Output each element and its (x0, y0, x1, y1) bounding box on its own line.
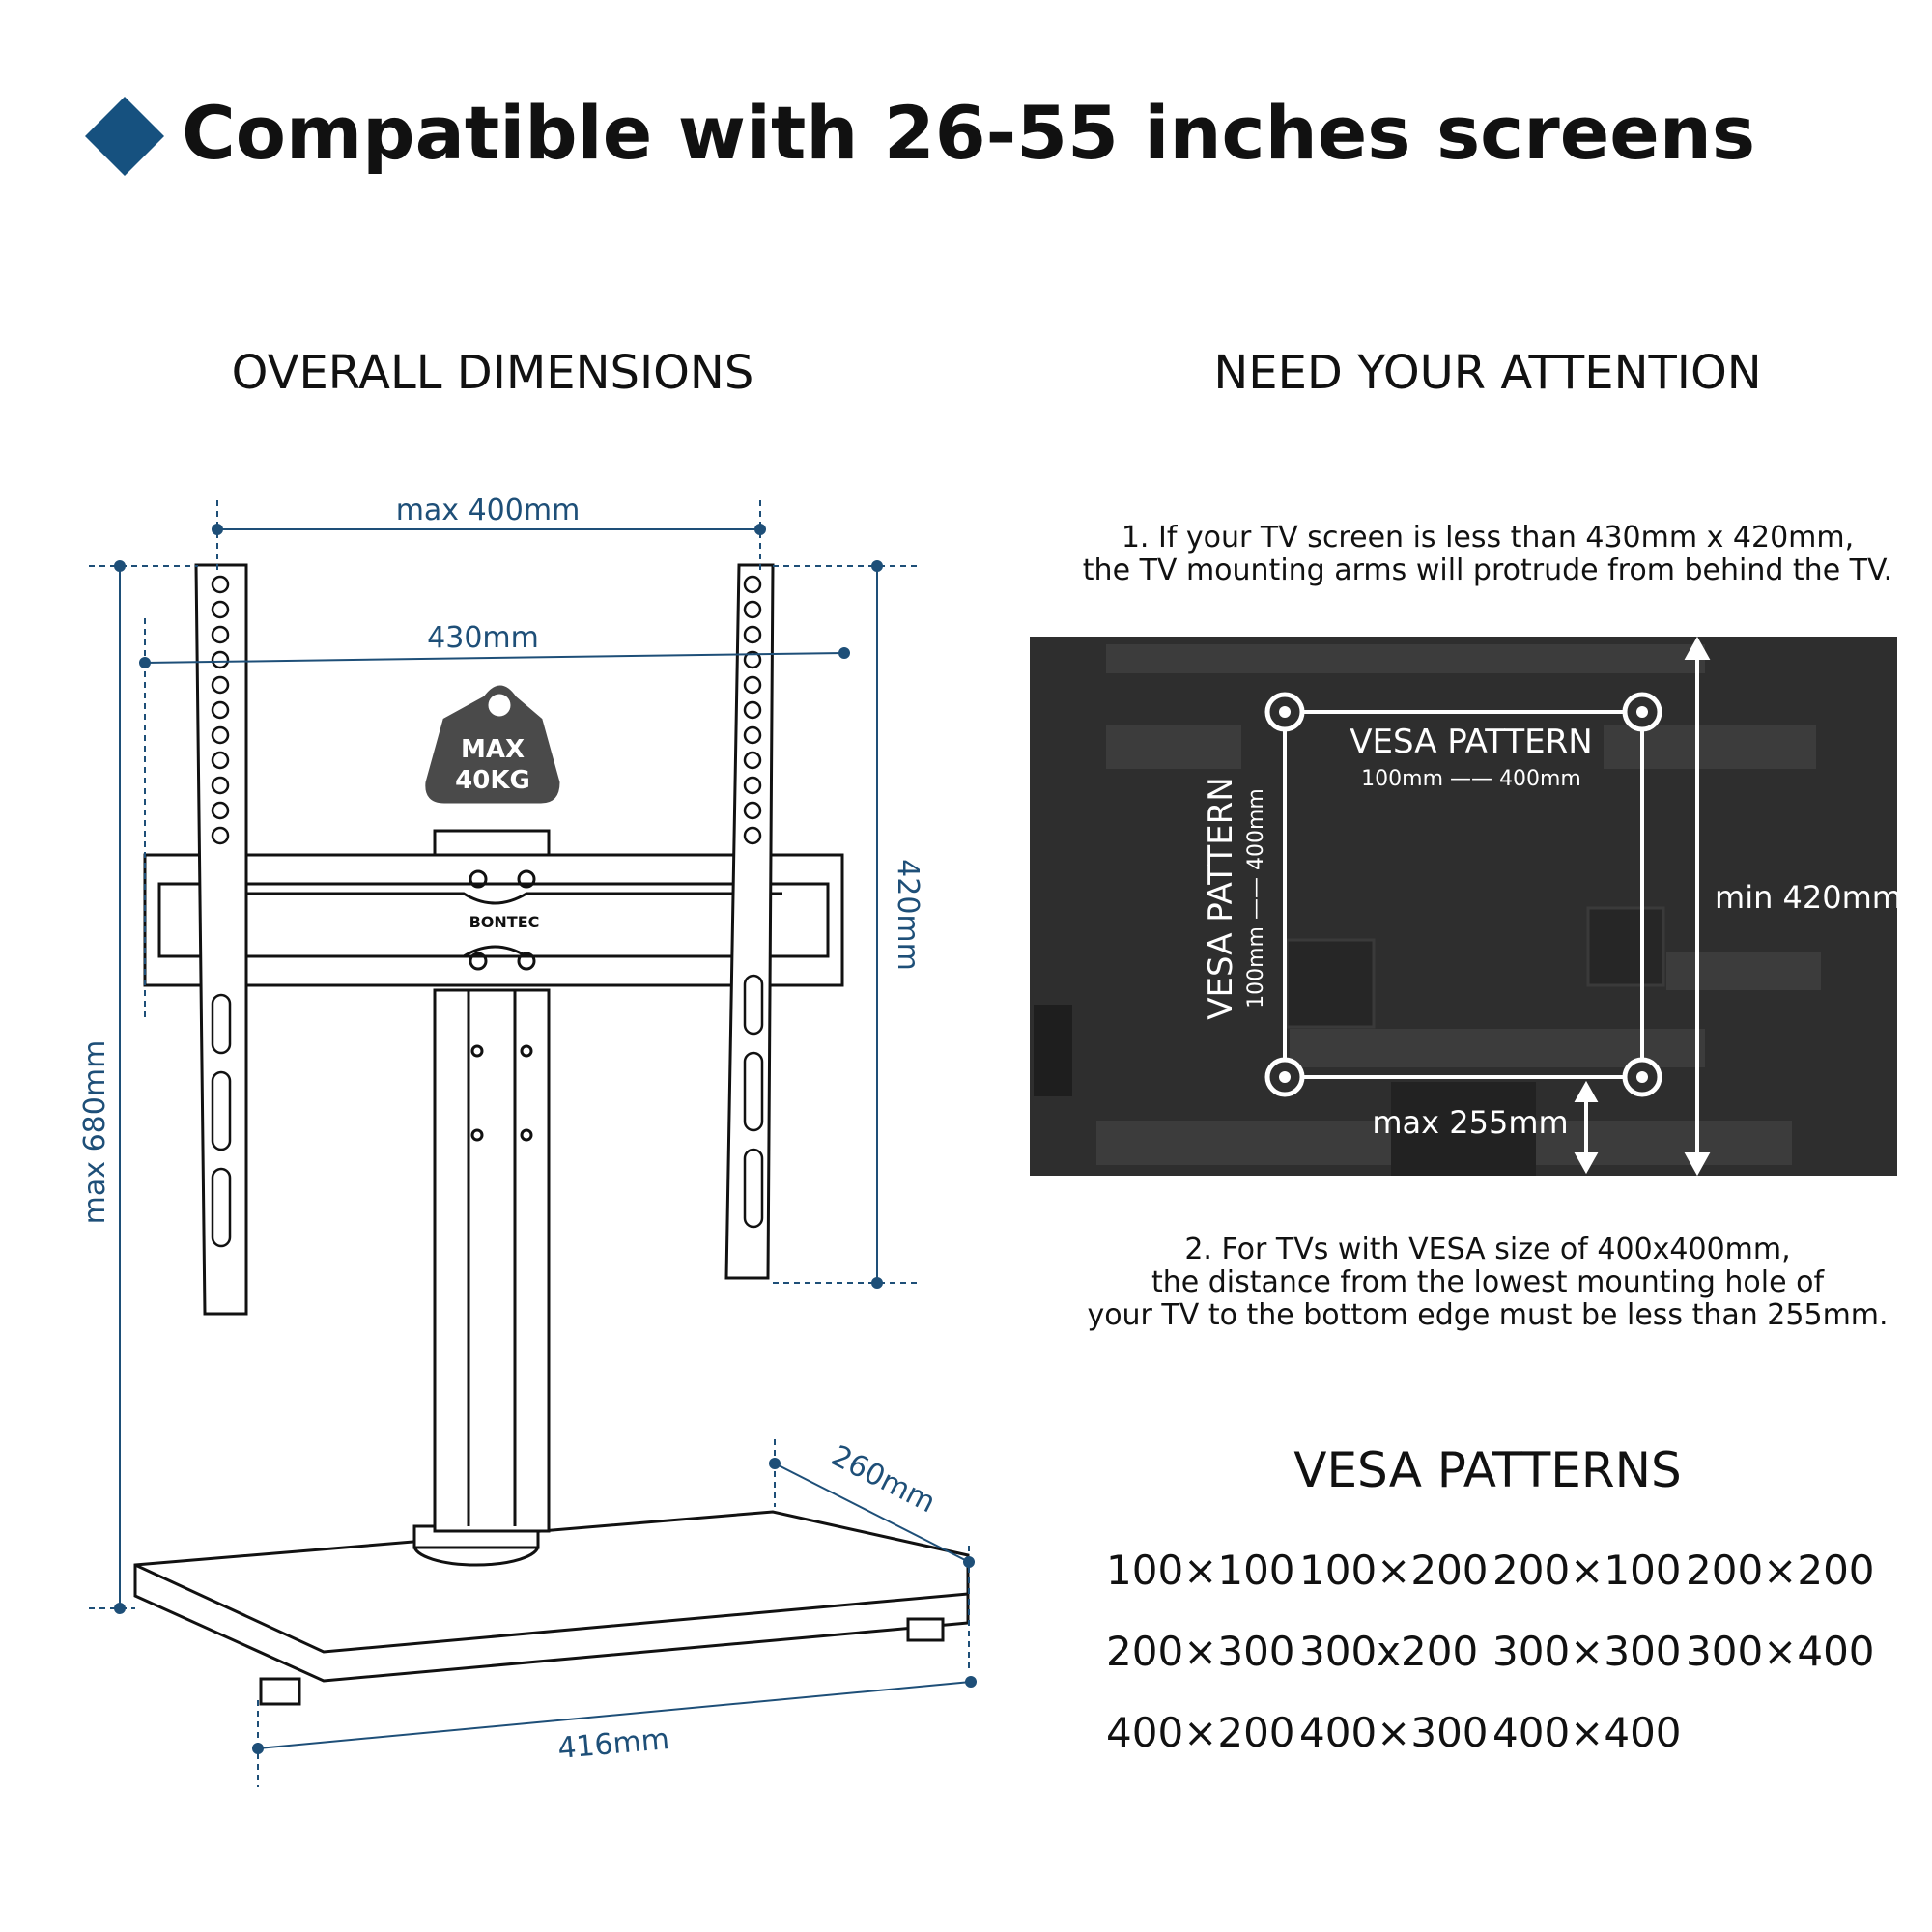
arm-holes (211, 575, 764, 1248)
weight-badge-line1: MAX (461, 735, 525, 764)
overall-dimensions-title: OVERALL DIMENSIONS (231, 346, 754, 400)
vesa-pattern-item: 200×200 (1686, 1547, 1875, 1594)
note2-line1: 2. For TVs with VESA size of 400x400mm, (1184, 1233, 1791, 1266)
vesa-patterns-title: VESA PATTERNS (1293, 1442, 1682, 1498)
tv-back-diagram: VESA PATTERN 100mm —— 400mm VESA PATTERN… (1030, 636, 1902, 1177)
note2-line3: your TV to the bottom edge must be less … (1087, 1298, 1889, 1332)
max-width-label: max 400mm (396, 494, 581, 527)
attention-note-1: 1. If your TV screen is less than 430mm … (1053, 522, 1922, 587)
max-height-label: max 680mm (78, 1040, 112, 1225)
vesa-pattern-item: 200×300 (1106, 1628, 1295, 1675)
attention-note-2: 2. For TVs with VESA size of 400x400mm, … (1053, 1234, 1922, 1332)
base-depth-label: 260mm (826, 1439, 941, 1520)
brand-label: BONTEC (469, 913, 540, 931)
note1-line2: the TV mounting arms will protrude from … (1082, 554, 1893, 587)
vesa-pattern-item: 200×100 (1492, 1547, 1682, 1594)
note1-line1: 1. If your TV screen is less than 430mm … (1121, 521, 1855, 554)
min-height-label: min 420mm (1715, 879, 1902, 916)
dimension-lines (89, 500, 977, 1787)
vesa-pattern-item: 400×400 (1492, 1709, 1682, 1756)
max-bottom-label: max 255mm (1372, 1104, 1568, 1141)
bracket-height-label: 420mm (891, 859, 924, 971)
vesa-vertical-label: VESA PATTERN (1202, 777, 1240, 1019)
stand-drawing (133, 563, 970, 1706)
vesa-pattern-item: 100×200 (1299, 1547, 1489, 1594)
vesa-pattern-item: 300×300 (1492, 1628, 1682, 1675)
need-attention-title: NEED YOUR ATTENTION (1213, 346, 1762, 400)
weight-badge-line2: 40KG (455, 766, 530, 795)
vesa-pattern-item: 400×300 (1299, 1709, 1489, 1756)
vesa-vertical-range: 100mm —— 400mm (1244, 788, 1268, 1009)
height-arrows (1574, 636, 1711, 1177)
vesa-horizontal-label: VESA PATTERN (1350, 723, 1592, 761)
vesa-pattern-rect (1283, 710, 1644, 1079)
note2-line2: the distance from the lowest mounting ho… (1151, 1265, 1825, 1299)
vesa-pattern-item: 300x200 (1299, 1628, 1479, 1675)
stand-dimension-diagram: max 400mm 430mm 420mm max 680mm 260mm 41… (78, 494, 977, 1787)
vesa-horizontal-range: 100mm —— 400mm (1361, 767, 1581, 791)
page-title: Compatible with 26-55 inches screens (182, 90, 1756, 176)
bracket-width-label: 430mm (427, 621, 539, 655)
vesa-pattern-item: 100×100 (1106, 1547, 1295, 1594)
vesa-pattern-item: 300×400 (1686, 1628, 1875, 1675)
vesa-patterns-grid: 100×100 100×200 200×100 200×200 200×300 … (1106, 1546, 1879, 1758)
vesa-pattern-item: 400×200 (1106, 1709, 1295, 1756)
base-width-label: 416mm (556, 1722, 670, 1766)
